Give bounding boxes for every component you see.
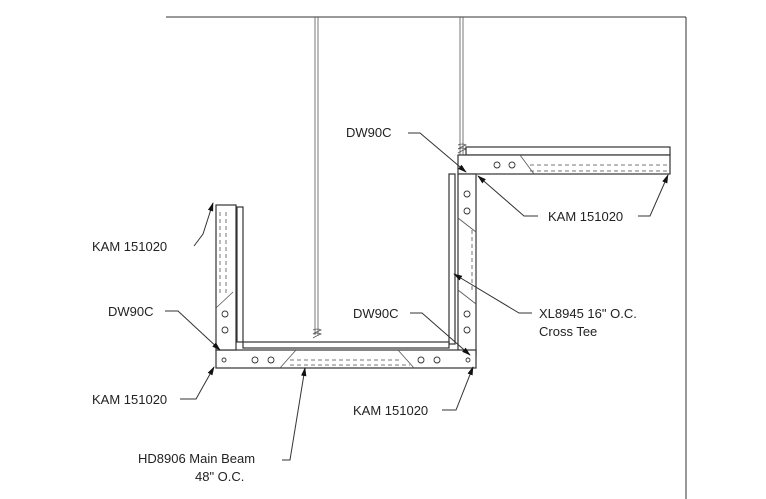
right-vertical-channel bbox=[448, 173, 477, 357]
label-xl8945: XL8945 16" O.C. bbox=[539, 306, 637, 321]
label-hd8906-main-beam: HD8906 Main Beam bbox=[138, 451, 256, 466]
upper-channel bbox=[457, 146, 671, 175]
label-kam-right: KAM 151020 bbox=[548, 209, 624, 224]
hanger-wire-right bbox=[457, 17, 467, 155]
label-kam-bottom-mid: KAM 151020 bbox=[353, 403, 429, 418]
label-dw90c-mid: DW90C bbox=[353, 306, 399, 321]
label-hd8906-spacing: 48" O.C. bbox=[195, 469, 245, 484]
label-kam-left-bottom: KAM 151020 bbox=[92, 392, 168, 407]
leader-lines bbox=[165, 132, 669, 461]
bottom-channel bbox=[215, 341, 477, 369]
label-cross-tee: Cross Tee bbox=[539, 324, 598, 339]
label-kam-left-top: KAM 151020 bbox=[92, 239, 168, 254]
label-dw90c-top: DW90C bbox=[346, 125, 392, 140]
hanger-wire-left bbox=[312, 17, 322, 339]
left-vertical-channel bbox=[215, 204, 244, 351]
label-dw90c-left: DW90C bbox=[108, 304, 154, 319]
